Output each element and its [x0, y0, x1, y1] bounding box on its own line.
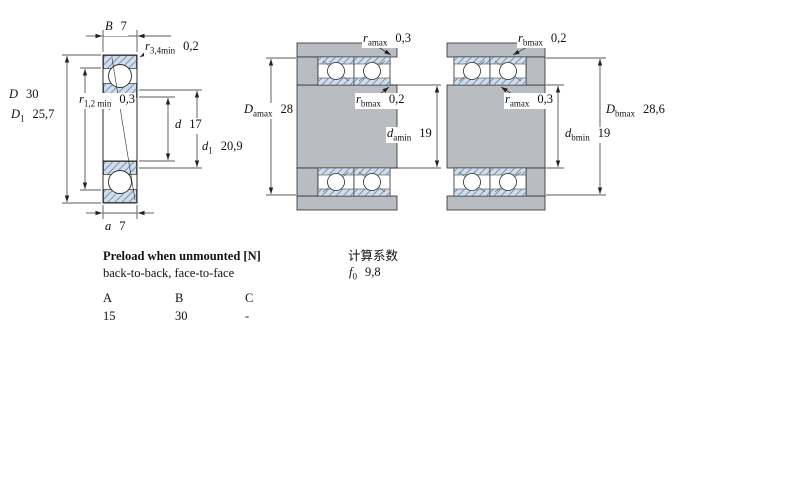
dim-symbol: r [79, 92, 84, 106]
dim-label-r34: r3,4min 0,2 [144, 39, 200, 56]
dim-value: 0,2 [183, 39, 199, 53]
dim-sub: bmax [360, 98, 381, 109]
arrangement-a-drawing [296, 42, 398, 211]
dim-symbol: D [606, 102, 616, 116]
preload-col-B: B [175, 291, 184, 305]
dim-symbol: D [244, 102, 254, 116]
dim-value: 19 [597, 126, 611, 140]
calculation-title: 计算系数 [348, 249, 399, 263]
dim-value: 28,6 [643, 102, 665, 116]
dim-value: 0,3 [119, 92, 136, 106]
dim-label-dbmin: dbmin 19 [564, 126, 612, 143]
dim-sub: 1 [20, 113, 25, 124]
dim-symbol: D [9, 87, 19, 101]
dimension-lines-arrangement-b [500, 46, 606, 196]
arrangement-b-drawing [446, 42, 546, 211]
dim-label-r12: r1,2 min 0,3 [78, 92, 137, 109]
dim-symbol: d [175, 117, 182, 131]
dim-sub: amax [367, 37, 388, 48]
dim-label-Dbmax: Dbmax 28,6 [605, 102, 666, 119]
dim-label-Damax: Damax 28 [243, 102, 295, 119]
dim-sub: 1 [208, 145, 213, 156]
dim-label-ramax-a: ramax 0,3 [362, 31, 412, 48]
dim-sub: 1,2 min [83, 98, 112, 109]
dim-label-d1: d1 20,9 [201, 139, 244, 156]
dim-label-d: d 17 [174, 117, 203, 134]
dim-sub: bmin [571, 132, 590, 143]
dim-symbol: r [356, 92, 361, 106]
dim-symbol: B [105, 19, 113, 33]
dim-value: 20,9 [220, 139, 243, 153]
dim-value: 9,8 [364, 265, 381, 279]
dim-symbol: d [387, 126, 394, 140]
dim-symbol: r [505, 92, 510, 106]
dim-symbol: r [145, 39, 150, 53]
dimension-lines-left [62, 30, 202, 219]
preload-val-B: 30 [175, 309, 188, 323]
dim-value: 7 [120, 19, 127, 33]
calculation-f0: f0 9,8 [348, 265, 382, 282]
dim-symbol: f [349, 265, 353, 279]
preload-col-C: C [245, 291, 254, 305]
dim-symbol: r [518, 31, 523, 45]
dim-label-D1: D1 25,7 [10, 107, 56, 124]
dim-symbol: a [105, 219, 112, 233]
dim-sub: 3,4min [149, 45, 176, 56]
preload-title: Preload when unmounted [N] [103, 249, 261, 263]
dim-value: 0,2 [550, 31, 567, 45]
dim-value: 0,3 [395, 31, 411, 45]
dim-label-ramax-b: ramax 0,3 [504, 92, 554, 109]
dim-sub: amax [253, 108, 273, 119]
bearing-cross-section [102, 54, 138, 204]
dim-value: 0,2 [388, 92, 405, 106]
dim-sub: bmax [522, 37, 543, 48]
dim-value: 30 [26, 87, 39, 101]
preload-val-C: - [245, 309, 250, 323]
dim-symbol: d [202, 139, 209, 153]
dim-sub: amin [393, 132, 412, 143]
dim-value: 0,3 [537, 92, 553, 106]
dim-value: 17 [189, 117, 202, 131]
dim-value: 25,7 [32, 107, 55, 121]
dim-sub: amax [509, 98, 530, 109]
dim-symbol: r [363, 31, 368, 45]
dim-sub: bmax [615, 108, 636, 119]
dim-value: 19 [419, 126, 432, 140]
dim-symbol: D [11, 107, 21, 121]
preload-subtitle: back-to-back, face-to-face [103, 266, 235, 280]
dim-sub: 0 [352, 271, 357, 282]
dim-value: 7 [119, 219, 126, 233]
dimension-lines-arrangement-a [266, 46, 441, 196]
preload-col-A: A [103, 291, 113, 305]
dim-label-D: D 30 [8, 87, 40, 104]
dim-label-rbmax-b: rbmax 0,2 [517, 31, 568, 48]
dim-symbol: d [565, 126, 572, 140]
dim-value: 28 [280, 102, 294, 116]
dim-label-rbmax-a: rbmax 0,2 [355, 92, 406, 109]
dim-label-damin: damin 19 [386, 126, 433, 143]
preload-val-A: 15 [103, 309, 116, 323]
